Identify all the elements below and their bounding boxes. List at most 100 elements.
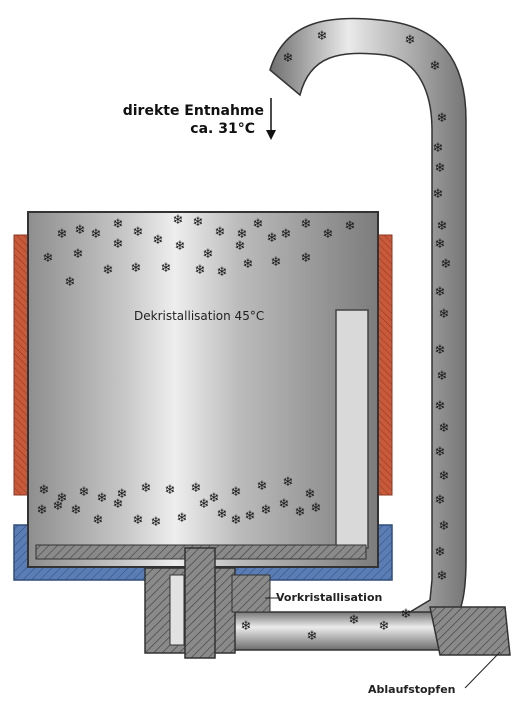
snowflake-icon: ❄ [203, 247, 214, 262]
snowflake-icon: ❄ [441, 257, 452, 272]
snowflake-icon: ❄ [113, 217, 124, 232]
snowflake-icon: ❄ [57, 227, 68, 242]
snowflake-icon: ❄ [283, 51, 294, 66]
removal-arrow-head [266, 130, 276, 140]
snowflake-icon: ❄ [133, 513, 144, 528]
drain-plug-label: Ablaufstopfen [368, 683, 456, 696]
snowflake-icon: ❄ [165, 483, 176, 498]
direct-removal-label-line2: ca. 31°C [190, 121, 255, 137]
snowflake-icon: ❄ [243, 257, 254, 272]
drain-plug [429, 606, 511, 656]
snowflake-icon: ❄ [193, 215, 204, 230]
snowflake-icon: ❄ [301, 251, 312, 266]
snowflake-icon: ❄ [261, 503, 272, 518]
snowflake-icon: ❄ [437, 219, 448, 234]
snowflake-icon: ❄ [131, 261, 142, 276]
snowflake-icon: ❄ [435, 237, 446, 252]
valve-block [144, 547, 278, 659]
snowflake-icon: ❄ [191, 481, 202, 496]
snowflake-icon: ❄ [65, 275, 76, 290]
snowflake-icon: ❄ [345, 219, 356, 234]
pre-crystallisation-chamber [231, 574, 271, 613]
snowflake-icon: ❄ [161, 261, 172, 276]
valve-stem [184, 547, 216, 659]
drain-pipe-body [229, 611, 461, 651]
snowflake-icon: ❄ [307, 629, 318, 644]
snowflake-icon: ❄ [253, 217, 264, 232]
heater-right [377, 234, 393, 496]
snowflake-icon: ❄ [317, 29, 328, 44]
snowflake-icon: ❄ [215, 225, 226, 240]
snowflake-icon: ❄ [435, 161, 446, 176]
snowflake-icon: ❄ [103, 263, 114, 278]
snowflake-icon: ❄ [437, 569, 448, 584]
snowflake-icon: ❄ [93, 513, 104, 528]
snowflake-icon: ❄ [199, 497, 210, 512]
snowflake-icon: ❄ [245, 509, 256, 524]
direct-removal-label-line1: direkte Entnahme [123, 103, 264, 119]
snowflake-icon: ❄ [91, 227, 102, 242]
snowflake-icon: ❄ [437, 111, 448, 126]
snowflake-icon: ❄ [281, 227, 292, 242]
snowflake-icon: ❄ [79, 485, 90, 500]
snowflake-icon: ❄ [237, 227, 248, 242]
snowflake-icon: ❄ [279, 497, 290, 512]
snowflake-icon: ❄ [231, 513, 242, 528]
snowflake-icon: ❄ [37, 503, 48, 518]
pre-crystallisation-label: Vorkristallisation [276, 591, 382, 604]
snowflake-icon: ❄ [177, 511, 188, 526]
snowflake-icon: ❄ [231, 485, 242, 500]
snowflake-icon: ❄ [430, 59, 441, 74]
snowflake-icon: ❄ [217, 265, 228, 280]
snowflake-icon: ❄ [379, 619, 390, 634]
snowflake-icon: ❄ [435, 493, 446, 508]
snowflake-icon: ❄ [257, 479, 268, 494]
snowflake-icon: ❄ [117, 487, 128, 502]
snowflake-icon: ❄ [433, 141, 444, 156]
snowflake-icon: ❄ [435, 285, 446, 300]
snowflake-icon: ❄ [71, 503, 82, 518]
snowflake-icon: ❄ [133, 225, 144, 240]
tank-body [27, 211, 379, 568]
snowflake-icon: ❄ [57, 491, 68, 506]
snowflake-icon: ❄ [113, 497, 124, 512]
snowflake-icon: ❄ [235, 239, 246, 254]
snowflake-icon: ❄ [75, 223, 86, 238]
snowflake-icon: ❄ [439, 421, 450, 436]
snowflake-icon: ❄ [113, 237, 124, 252]
snowflake-icon: ❄ [283, 475, 294, 490]
snowflake-icon: ❄ [311, 501, 322, 516]
snowflake-icon: ❄ [301, 217, 312, 232]
snowflake-icon: ❄ [73, 247, 84, 262]
snowflake-icon: ❄ [435, 445, 446, 460]
snowflake-icon: ❄ [241, 619, 252, 634]
snowflake-icon: ❄ [209, 491, 220, 506]
snowflake-icon: ❄ [195, 263, 206, 278]
snowflake-icon: ❄ [153, 233, 164, 248]
snowflake-icon: ❄ [401, 607, 412, 622]
snowflake-icon: ❄ [323, 227, 334, 242]
tank-sight-glass [335, 309, 369, 549]
snowflake-icon: ❄ [439, 519, 450, 534]
snowflake-icon: ❄ [405, 33, 416, 48]
snowflake-icon: ❄ [435, 343, 446, 358]
snowflake-icon: ❄ [433, 187, 444, 202]
snowflake-icon: ❄ [267, 231, 278, 246]
snowflake-icon: ❄ [141, 481, 152, 496]
snowflake-icon: ❄ [439, 469, 450, 484]
decrystallisation-label: Dekristallisation 45°C [134, 309, 264, 323]
snowflake-icon: ❄ [271, 255, 282, 270]
snowflake-icon: ❄ [175, 239, 186, 254]
snowflake-icon: ❄ [305, 487, 316, 502]
snowflake-icon: ❄ [97, 491, 108, 506]
crystal-particles: ❄ ❄ ❄ ❄ ❄ ❄ ❄ ❄ ❄ ❄ ❄ ❄ ❄ ❄ ❄ ❄ ❄ ❄ ❄ ❄ ❄ ❄ ❄ ❄ ❄ ❄ ❄ ❄ ❄ ❄ ❄ ❄ ❄ ❄ ❄ ❄ ❄ ❄ ❄ ❄… [37, 29, 452, 644]
snowflake-icon: ❄ [53, 499, 64, 514]
snowflake-icon: ❄ [173, 213, 184, 228]
drain-plug-leader [464, 651, 501, 689]
snowflake-icon: ❄ [39, 483, 50, 498]
drain-pipe [229, 606, 511, 689]
tank [27, 211, 379, 568]
snowflake-icon: ❄ [435, 545, 446, 560]
snowflake-icon: ❄ [43, 251, 54, 266]
